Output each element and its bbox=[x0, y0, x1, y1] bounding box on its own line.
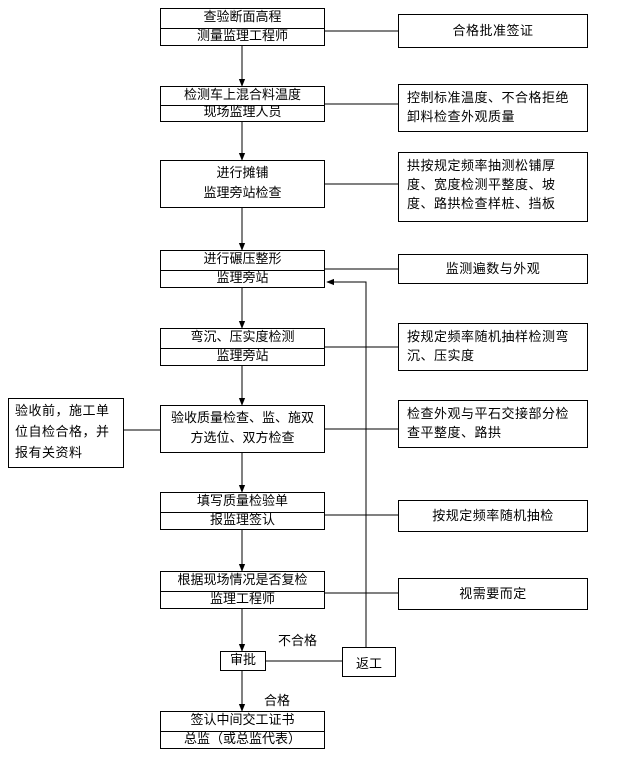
note-5-text: 按规定频率随机抽样检测弯沉、压实度 bbox=[407, 330, 570, 364]
step-paving: 进行摊铺 监理旁站检查 bbox=[160, 160, 325, 208]
note-4-text: 监测遍数与外观 bbox=[445, 261, 541, 277]
note-paving-checks: 拱按规定频率抽测松铺厚度、宽度检测平整度、坡度、路拱检查样桩、挡板 bbox=[398, 152, 588, 222]
note-as-needed: 视需要而定 bbox=[398, 578, 588, 610]
rework-box: 返工 bbox=[342, 647, 396, 677]
step-check-mix-temperature: 检测车上混合料温度 现场监理人员 bbox=[160, 86, 325, 122]
step-9-line-1: 签认中间交工证书 bbox=[190, 713, 295, 728]
note-self-inspection: 验收前，施工单位自检合格，并报有关资料 bbox=[8, 398, 124, 468]
note-7-text: 按规定频率随机抽检 bbox=[432, 508, 554, 524]
step-7-line-2: 报监理签认 bbox=[209, 513, 275, 528]
note-approval-signoff: 合格批准签证 bbox=[398, 14, 588, 48]
step-7-line-1: 填写质量检验单 bbox=[196, 494, 288, 509]
step-9-line-2: 总监（或总监代表） bbox=[183, 732, 301, 747]
note-8-text: 视需要而定 bbox=[459, 586, 527, 602]
note-random-sampling: 按规定频率随机抽样检测弯沉、压实度 bbox=[398, 323, 588, 371]
step-5-line-2: 监理旁站 bbox=[216, 349, 269, 364]
note-random-check: 按规定频率随机抽检 bbox=[398, 500, 588, 532]
note-temperature-control: 控制标准温度、不合格拒绝卸料检查外观质量 bbox=[398, 84, 588, 132]
label-pass: 合格 bbox=[264, 694, 291, 709]
step-4-line-1: 进行碾压整形 bbox=[203, 252, 282, 267]
note-6-text: 检查外观与平石交接部分检查平整度、路拱 bbox=[407, 407, 570, 441]
note-2-text: 控制标准温度、不合格拒绝卸料检查外观质量 bbox=[407, 91, 570, 125]
step-6-line-2: 方选位、双方检查 bbox=[190, 431, 295, 446]
step-5-line-1: 弯沉、压实度检测 bbox=[190, 330, 295, 345]
arrow-rework-step4 bbox=[326, 278, 367, 647]
step-quality-form: 填写质量检验单 报监理签认 bbox=[160, 492, 325, 530]
step-3-line-2: 监理旁站检查 bbox=[203, 186, 282, 201]
step-acceptance-inspection: 验收质量检查、监、施双 方选位、双方检查 bbox=[160, 405, 325, 453]
step-check-section-elevation: 查验断面高程 测量监理工程师 bbox=[160, 8, 325, 46]
step-8-line-2: 监理工程师 bbox=[209, 592, 275, 607]
note-3-text: 拱按规定频率抽测松铺厚度、宽度检测平整度、坡度、路拱检查样桩、挡板 bbox=[407, 159, 556, 212]
approval-label: 审批 bbox=[229, 653, 256, 668]
step-4-line-2: 监理旁站 bbox=[216, 271, 269, 286]
approval-box: 审批 bbox=[220, 651, 266, 671]
step-1-line-1: 查验断面高程 bbox=[203, 10, 282, 25]
step-2-line-1: 检测车上混合料温度 bbox=[183, 88, 301, 103]
left-note-text: 验收前，施工单位自检合格，并报有关资料 bbox=[15, 404, 110, 461]
step-deflection-compaction: 弯沉、压实度检测 监理旁站 bbox=[160, 328, 325, 366]
step-recheck-decision: 根据现场情况是否复检 监理工程师 bbox=[160, 571, 325, 609]
label-fail: 不合格 bbox=[278, 634, 318, 649]
note-appearance-check: 检查外观与平石交接部分检查平整度、路拱 bbox=[398, 400, 588, 448]
step-interim-certificate: 签认中间交工证书 总监（或总监代表） bbox=[160, 711, 325, 749]
note-1-text: 合格批准签证 bbox=[452, 23, 534, 39]
step-3-line-1: 进行摊铺 bbox=[216, 166, 269, 181]
step-6-line-1: 验收质量检查、监、施双 bbox=[170, 411, 314, 426]
step-8-line-1: 根据现场情况是否复检 bbox=[177, 573, 308, 588]
step-rolling: 进行碾压整形 监理旁站 bbox=[160, 250, 325, 288]
note-rolling-passes: 监测遍数与外观 bbox=[398, 254, 588, 284]
step-2-line-2: 现场监理人员 bbox=[203, 105, 282, 120]
rework-label: 返工 bbox=[355, 656, 382, 672]
step-1-line-2: 测量监理工程师 bbox=[196, 29, 288, 44]
